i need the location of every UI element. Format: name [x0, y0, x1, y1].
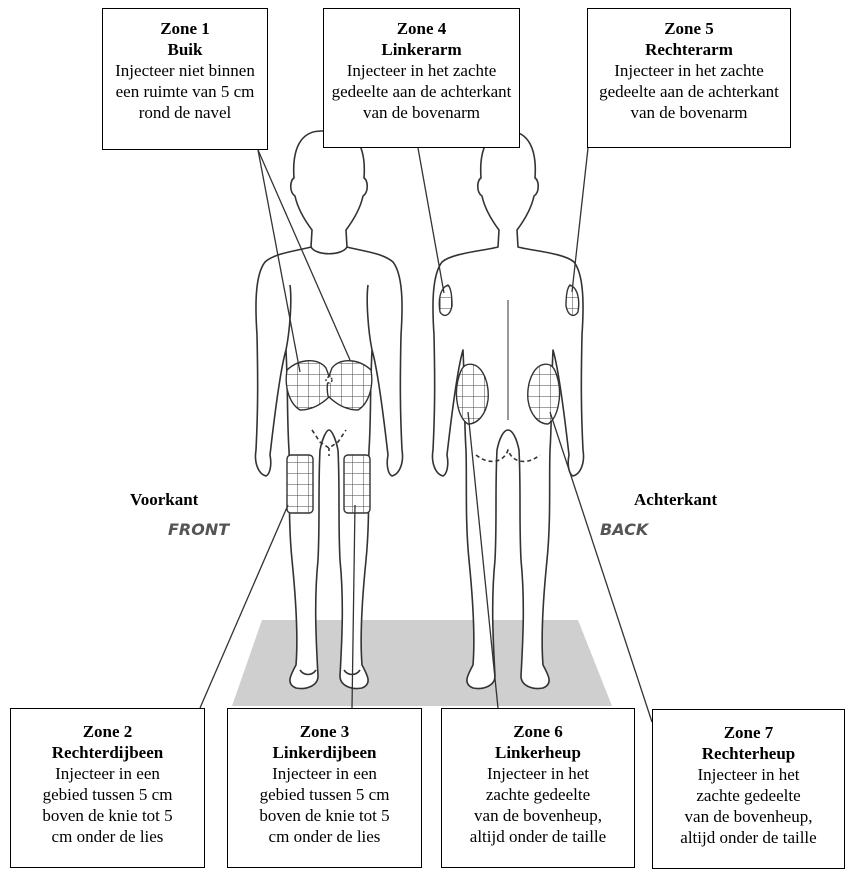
zone-name: Linkerarm — [324, 39, 519, 60]
zone-desc-line: cm onder de lies — [11, 826, 204, 847]
zone-6-box: Zone 6 Linkerheup Injecteer in het zacht… — [441, 708, 635, 868]
back-body-figure — [432, 131, 583, 689]
zone-desc-line: Injecteer in een — [11, 763, 204, 784]
zone-title: Zone 1 — [103, 18, 267, 39]
zone-desc-line: cm onder de lies — [228, 826, 421, 847]
zone-5-box: Zone 5 Rechterarm Injecteer in het zacht… — [587, 8, 791, 148]
zone-name: Rechterheup — [653, 743, 844, 764]
zone-desc-line: gedeelte aan de achterkant — [324, 81, 519, 102]
zone-desc-line: Injecteer in het zachte — [588, 60, 790, 81]
zone-name: Rechterdijbeen — [11, 742, 204, 763]
zone-title: Zone 7 — [653, 722, 844, 743]
zone-2-right-thigh-area — [287, 455, 313, 513]
zone-desc-line: Injecteer in het zachte — [324, 60, 519, 81]
zone-name: Linkerheup — [442, 742, 634, 763]
zone-7-box: Zone 7 Rechterheup Injecteer in het zach… — [652, 709, 845, 869]
zone-desc-line: van de bovenheup, — [442, 805, 634, 826]
zone-name: Rechterarm — [588, 39, 790, 60]
front-view-label: Voorkant — [130, 490, 198, 510]
zone-3-left-thigh-area — [344, 455, 370, 513]
floor-mat — [232, 620, 612, 706]
zone-desc-line: Injecteer in het — [653, 764, 844, 785]
zone-desc-line: rond de navel — [103, 102, 267, 123]
zone-desc-line: van de bovenarm — [588, 102, 790, 123]
back-view-label: Achterkant — [634, 490, 717, 510]
zone-desc-line: altijd onder de taille — [653, 827, 844, 848]
zone-2-box: Zone 2 Rechterdijbeen Injecteer in een g… — [10, 708, 205, 868]
zone-desc-line: Injecteer niet binnen — [103, 60, 267, 81]
zone-desc-line: boven de knie tot 5 — [11, 805, 204, 826]
front-body-figure — [255, 131, 402, 689]
zone-title: Zone 2 — [11, 721, 204, 742]
zone-title: Zone 4 — [324, 18, 519, 39]
zone-desc-line: zachte gedeelte — [442, 784, 634, 805]
zone-desc-line: een ruimte van 5 cm — [103, 81, 267, 102]
zone-desc-line: van de bovenarm — [324, 102, 519, 123]
zone-desc-line: Injecteer in het — [442, 763, 634, 784]
zone-title: Zone 6 — [442, 721, 634, 742]
zone-desc-line: zachte gedeelte — [653, 785, 844, 806]
front-view-label-en: FRONT — [168, 520, 229, 539]
zone-4-box: Zone 4 Linkerarm Injecteer in het zachte… — [323, 8, 520, 148]
zone-1-box: Zone 1 Buik Injecteer niet binnen een ru… — [102, 8, 268, 150]
zone-desc-line: gebied tussen 5 cm — [11, 784, 204, 805]
zone-desc-line: altijd onder de taille — [442, 826, 634, 847]
zone-desc-line: van de bovenheup, — [653, 806, 844, 827]
zone-3-box: Zone 3 Linkerdijbeen Injecteer in een ge… — [227, 708, 422, 868]
back-view-label-en: BACK — [600, 520, 680, 539]
zone-desc-line: gebied tussen 5 cm — [228, 784, 421, 805]
zone-desc-line: gedeelte aan de achterkant — [588, 81, 790, 102]
zone-name: Buik — [103, 39, 267, 60]
zone-desc-line: boven de knie tot 5 — [228, 805, 421, 826]
zone-title: Zone 5 — [588, 18, 790, 39]
zone-desc-line: Injecteer in een — [228, 763, 421, 784]
zone-title: Zone 3 — [228, 721, 421, 742]
zone-name: Linkerdijbeen — [228, 742, 421, 763]
